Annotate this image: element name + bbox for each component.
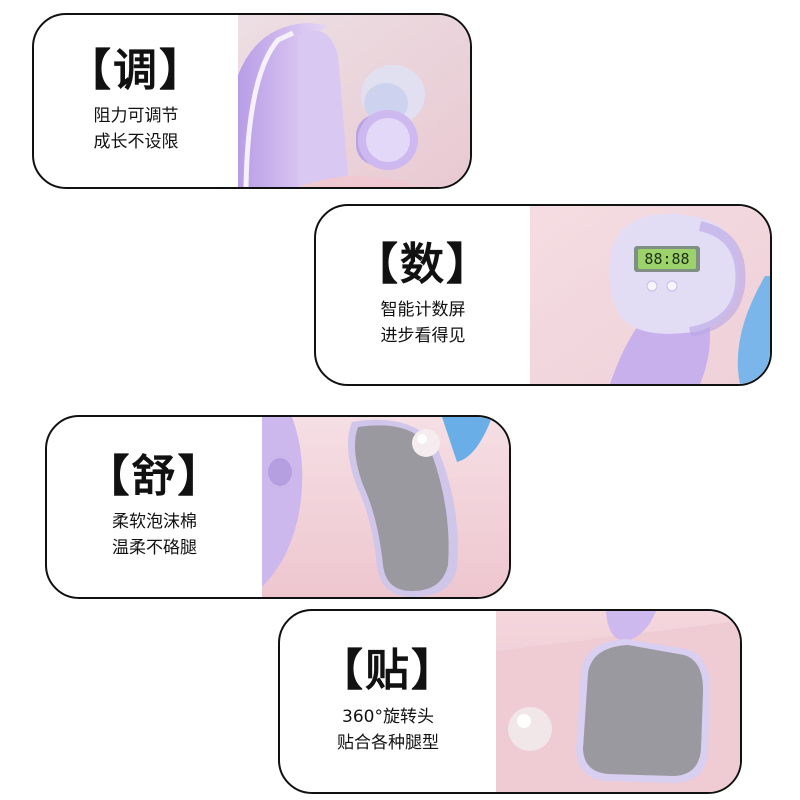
card-text: 【贴】 360°旋转头 贴合各种腿型 — [280, 611, 496, 792]
card-line-2: 成长不设限 — [93, 132, 179, 153]
rotating-head-image — [496, 611, 740, 792]
lcd-counter-image: 88:88 — [530, 206, 770, 384]
card-line-1: 柔软泡沫棉 — [112, 512, 197, 533]
card-line-2: 进步看得见 — [380, 326, 466, 347]
card-title: 【舒】 — [85, 450, 224, 502]
card-line-1: 阻力可调节 — [93, 106, 179, 127]
card-line-2: 温柔不硌腿 — [112, 538, 197, 559]
card-line-1: 360°旋转头 — [342, 706, 434, 727]
counter-display: 88:88 — [644, 250, 689, 268]
card-text: 【舒】 柔软泡沫棉 温柔不硌腿 — [47, 417, 262, 597]
foam-pad-image — [262, 417, 509, 597]
card-line-2: 贴合各种腿型 — [337, 732, 439, 753]
feature-card-fit: 【贴】 360°旋转头 贴合各种腿型 — [278, 609, 742, 794]
rotating-head-icon — [496, 611, 740, 792]
foam-pad-icon — [262, 417, 509, 597]
card-line-1: 智能计数屏 — [380, 300, 466, 321]
feature-card-counter: 【数】 智能计数屏 进步看得见 88:88 — [314, 204, 772, 386]
card-text: 【数】 智能计数屏 进步看得见 — [316, 206, 530, 384]
resistance-knob-icon — [238, 15, 470, 187]
card-title: 【数】 — [354, 238, 492, 290]
resistance-knob-image — [238, 15, 470, 187]
feature-card-adjust: 【调】 阻力可调节 成长不设限 — [32, 13, 472, 189]
card-title: 【调】 — [67, 44, 205, 96]
card-text: 【调】 阻力可调节 成长不设限 — [34, 15, 238, 187]
lcd-counter-icon: 88:88 — [530, 206, 770, 384]
feature-card-comfort: 【舒】 柔软泡沫棉 温柔不硌腿 — [45, 415, 511, 599]
card-title: 【贴】 — [319, 645, 457, 697]
